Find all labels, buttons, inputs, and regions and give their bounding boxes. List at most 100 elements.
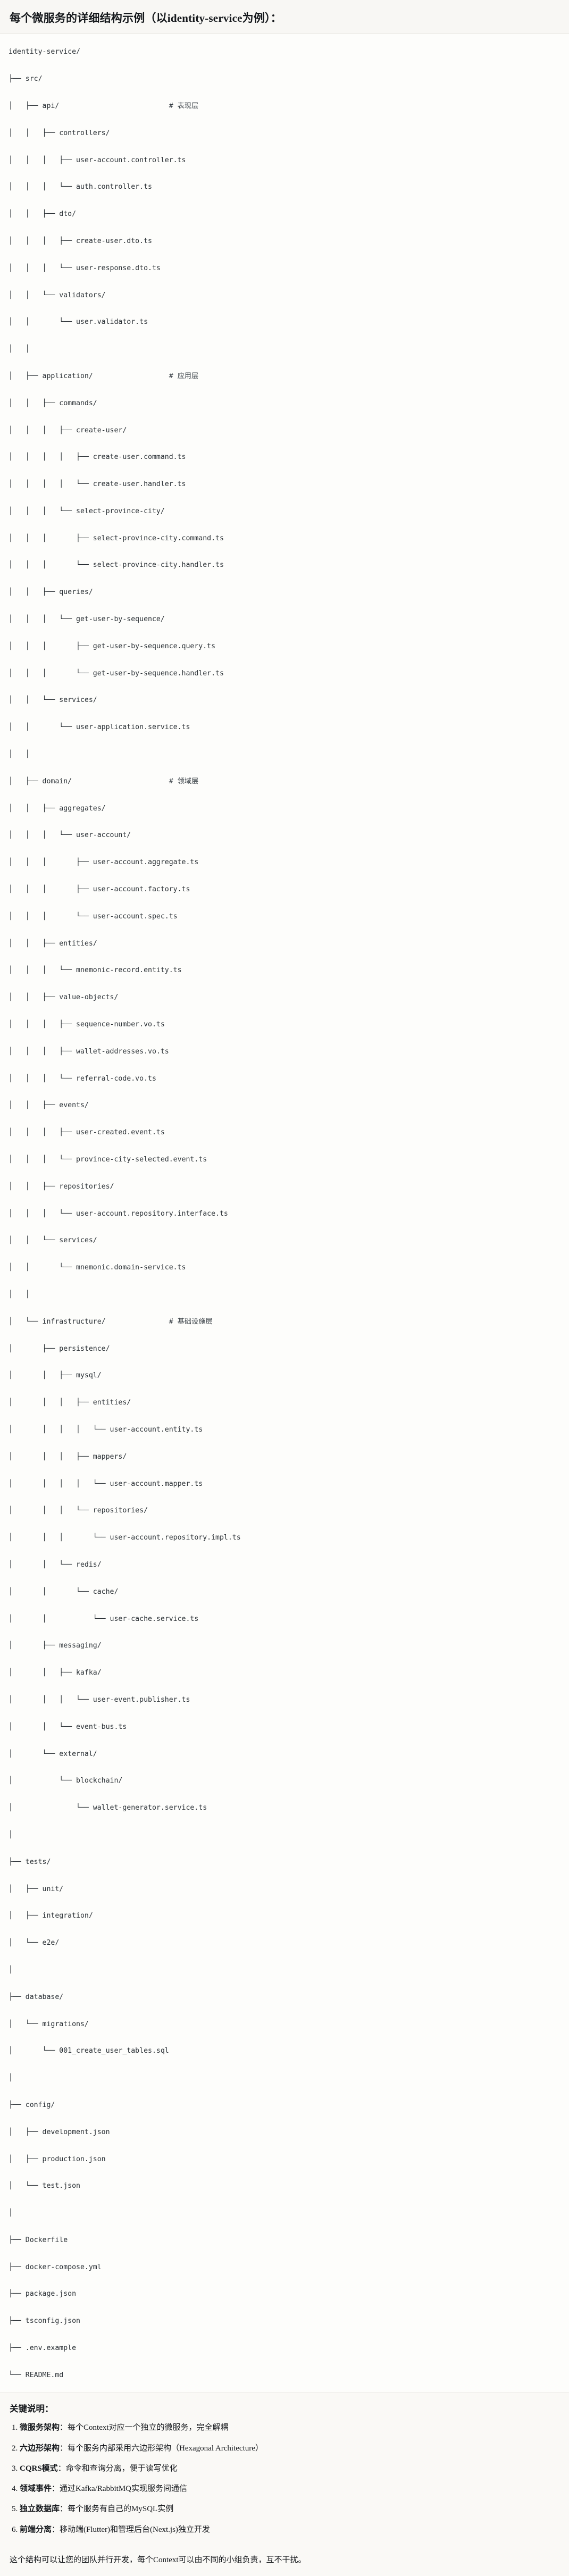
tree-row-path: │ └── infrastructure/: [9, 1317, 169, 1326]
tree-row: │ │ ├── entities/: [9, 939, 97, 948]
tree-row-comment: # 应用层: [169, 372, 199, 380]
tree-row: │ │ │ │ └── user-account.mapper.ts: [9, 1479, 203, 1488]
tree-row: │ ├── development.json: [9, 2128, 110, 2136]
tree-row: │ │ │ │ ├── create-user.command.ts: [9, 453, 186, 462]
tree-row: │ └── external/: [9, 1750, 97, 1758]
footer-note: 这个结构可以让您的团队并行开发，每个Context可以由不同的小组负责，互不干扰…: [0, 2549, 569, 2576]
tree-row: │ └── 001_create_user_tables.sql: [9, 2047, 169, 2055]
tree-row: │ │ └── services/: [9, 696, 97, 705]
key-point-item: 独立数据库：每个服务有自己的MySQL实例: [12, 2503, 559, 2515]
tree-row: ├── Dockerfile: [9, 2236, 68, 2244]
key-point-separator: ：: [52, 2525, 60, 2534]
tree-row: │ │: [9, 750, 30, 759]
tree-row: │ ├── integration/: [9, 1912, 93, 1920]
tree-row: │ │ │ └── user-account.spec.ts: [9, 912, 178, 921]
tree-row: │ │ │ ├── wallet-addresses.vo.ts: [9, 1047, 169, 1056]
key-point-separator: ：: [57, 2464, 66, 2473]
tree-row: │: [9, 1830, 13, 1839]
tree-row: │: [9, 2209, 13, 2218]
tree-row: │ │ └── mnemonic.domain-service.ts: [9, 1264, 186, 1272]
tree-row: │ ├── api/ # 表现层: [9, 99, 560, 113]
tree-row: ├── tsconfig.json: [9, 2317, 80, 2326]
tree-row-comment: # 表现层: [169, 102, 199, 110]
key-point-description: 通过Kafka/RabbitMQ实现服务间通信: [60, 2485, 188, 2494]
key-point-item: 领域事件：通过Kafka/RabbitMQ实现服务间通信: [12, 2483, 559, 2495]
tree-row: │ │ └── validators/: [9, 291, 106, 299]
tree-row: │ │ ├── value-objects/: [9, 993, 119, 1002]
tree-row: │ │ ├── controllers/: [9, 129, 110, 137]
tree-row: │ │ │ └── auth.controller.ts: [9, 183, 152, 191]
key-point-item: CQRS模式：命令和查询分离，便于读写优化: [12, 2463, 559, 2475]
key-point-term: 微服务架构: [20, 2423, 60, 2432]
directory-tree: identity-service/ ├── src/ │ ├── api/ # …: [9, 45, 560, 2382]
key-point-item: 前端分离：移动端(Flutter)和管理后台(Next.js)独立开发: [12, 2524, 559, 2536]
tree-row: │ │ ├── commands/: [9, 399, 97, 407]
tree-row: │ │ │ └── user-account/: [9, 831, 131, 840]
tree-row: │ │ ├── events/: [9, 1101, 89, 1110]
key-point-term: 六边形架构: [20, 2444, 60, 2453]
tree-row: │ │: [9, 345, 30, 354]
tree-row: │ └── e2e/: [9, 1939, 60, 1947]
tree-row: │ │ │ └── user-account.repository.impl.t…: [9, 1534, 241, 1542]
tree-row: │ │ │ └── user-response.dto.ts: [9, 264, 161, 272]
key-point-description: 每个Context对应一个独立的微服务，完全解耦: [68, 2423, 229, 2432]
tree-row: └── README.md: [9, 2371, 64, 2379]
tree-row: │ │ │ └── select-province-city/: [9, 507, 165, 515]
tree-row: │ │ ├── aggregates/: [9, 804, 106, 813]
tree-row-path: │ ├── api/: [9, 102, 169, 110]
tree-row: │ │ │ └── mnemonic-record.entity.ts: [9, 966, 182, 975]
tree-row: ├── package.json: [9, 2290, 77, 2298]
tree-row: │ │ │ ├── get-user-by-sequence.query.ts: [9, 642, 216, 650]
directory-tree-block: identity-service/ ├── src/ │ ├── api/ # …: [0, 34, 569, 2394]
key-point-separator: ：: [60, 2423, 68, 2432]
tree-row: │ │ └── user-application.service.ts: [9, 723, 190, 732]
tree-row: │ │ │ └── select-province-city.handler.t…: [9, 561, 224, 570]
tree-row: ├── tests/: [9, 1858, 51, 1866]
tree-row: │ │ ├── kafka/: [9, 1669, 102, 1677]
tree-row-comment: # 领域层: [169, 777, 199, 785]
key-point-term: 前端分离: [20, 2525, 52, 2534]
tree-row: │ │ │ ├── sequence-number.vo.ts: [9, 1021, 165, 1029]
key-point-term: 独立数据库: [20, 2505, 60, 2514]
tree-row: │ │ └── redis/: [9, 1560, 102, 1569]
tree-row: │ │ │ ├── entities/: [9, 1399, 131, 1407]
tree-row: │ │ │ └── province-city-selected.event.t…: [9, 1156, 207, 1164]
tree-row: │ │ │ │ └── create-user.handler.ts: [9, 480, 186, 489]
tree-row: │ │ │ └── get-user-by-sequence.handler.t…: [9, 669, 224, 678]
tree-row: │: [9, 2074, 13, 2082]
tree-row: │ │: [9, 1291, 30, 1299]
tree-row: │ └── blockchain/: [9, 1777, 123, 1785]
tree-row: │ ├── production.json: [9, 2155, 106, 2163]
tree-row: │ │ │ ├── select-province-city.command.t…: [9, 534, 224, 542]
tree-row: │ │ │ └── user-event.publisher.ts: [9, 1695, 190, 1704]
tree-row: │ │ │ ├── mappers/: [9, 1452, 127, 1461]
tree-row: │ │ └── cache/: [9, 1587, 119, 1596]
tree-row: ├── config/: [9, 2101, 55, 2109]
tree-row: │ └── migrations/: [9, 2020, 89, 2028]
tree-row: │ │ │ └── user-account.repository.interf…: [9, 1209, 228, 1218]
tree-row: │ ├── unit/: [9, 1885, 64, 1893]
key-point-separator: ：: [60, 2444, 68, 2453]
key-point-separator: ：: [60, 2505, 68, 2514]
tree-row: │ └── wallet-generator.service.ts: [9, 1804, 207, 1812]
tree-row: │ │ ├── mysql/: [9, 1371, 102, 1380]
key-points-list: 微服务架构：每个Context对应一个独立的微服务，完全解耦六边形架构：每个服务…: [10, 2422, 559, 2536]
key-point-item: 六边形架构：每个服务内部采用六边形架构（Hexagonal Architectu…: [12, 2443, 559, 2455]
tree-row: │ │ ├── repositories/: [9, 1182, 114, 1191]
tree-row: │ │ └── event-bus.ts: [9, 1722, 127, 1731]
tree-row: │ │ │ ├── create-user/: [9, 426, 127, 434]
tree-row: │ ├── application/ # 应用层: [9, 370, 560, 383]
key-point-item: 微服务架构：每个Context对应一个独立的微服务，完全解耦: [12, 2422, 559, 2434]
key-points-title: 关键说明：: [10, 2404, 54, 2414]
tree-row: │ └── infrastructure/ # 基础设施层: [9, 1315, 560, 1328]
tree-row: │ ├── messaging/: [9, 1642, 102, 1650]
key-point-term: 领域事件: [20, 2485, 52, 2494]
tree-row: │: [9, 1966, 13, 1974]
tree-row: │ │ │ └── referral-code.vo.ts: [9, 1074, 156, 1083]
tree-row: │ ├── persistence/: [9, 1344, 110, 1353]
tree-row-path: │ ├── application/: [9, 372, 169, 380]
tree-row: ├── .env.example: [9, 2344, 77, 2353]
tree-row: │ │ │ ├── user-account.controller.ts: [9, 156, 186, 164]
key-point-description: 每个服务内部采用六边形架构（Hexagonal Architecture）: [68, 2444, 263, 2453]
key-point-term: CQRS模式: [20, 2464, 58, 2473]
